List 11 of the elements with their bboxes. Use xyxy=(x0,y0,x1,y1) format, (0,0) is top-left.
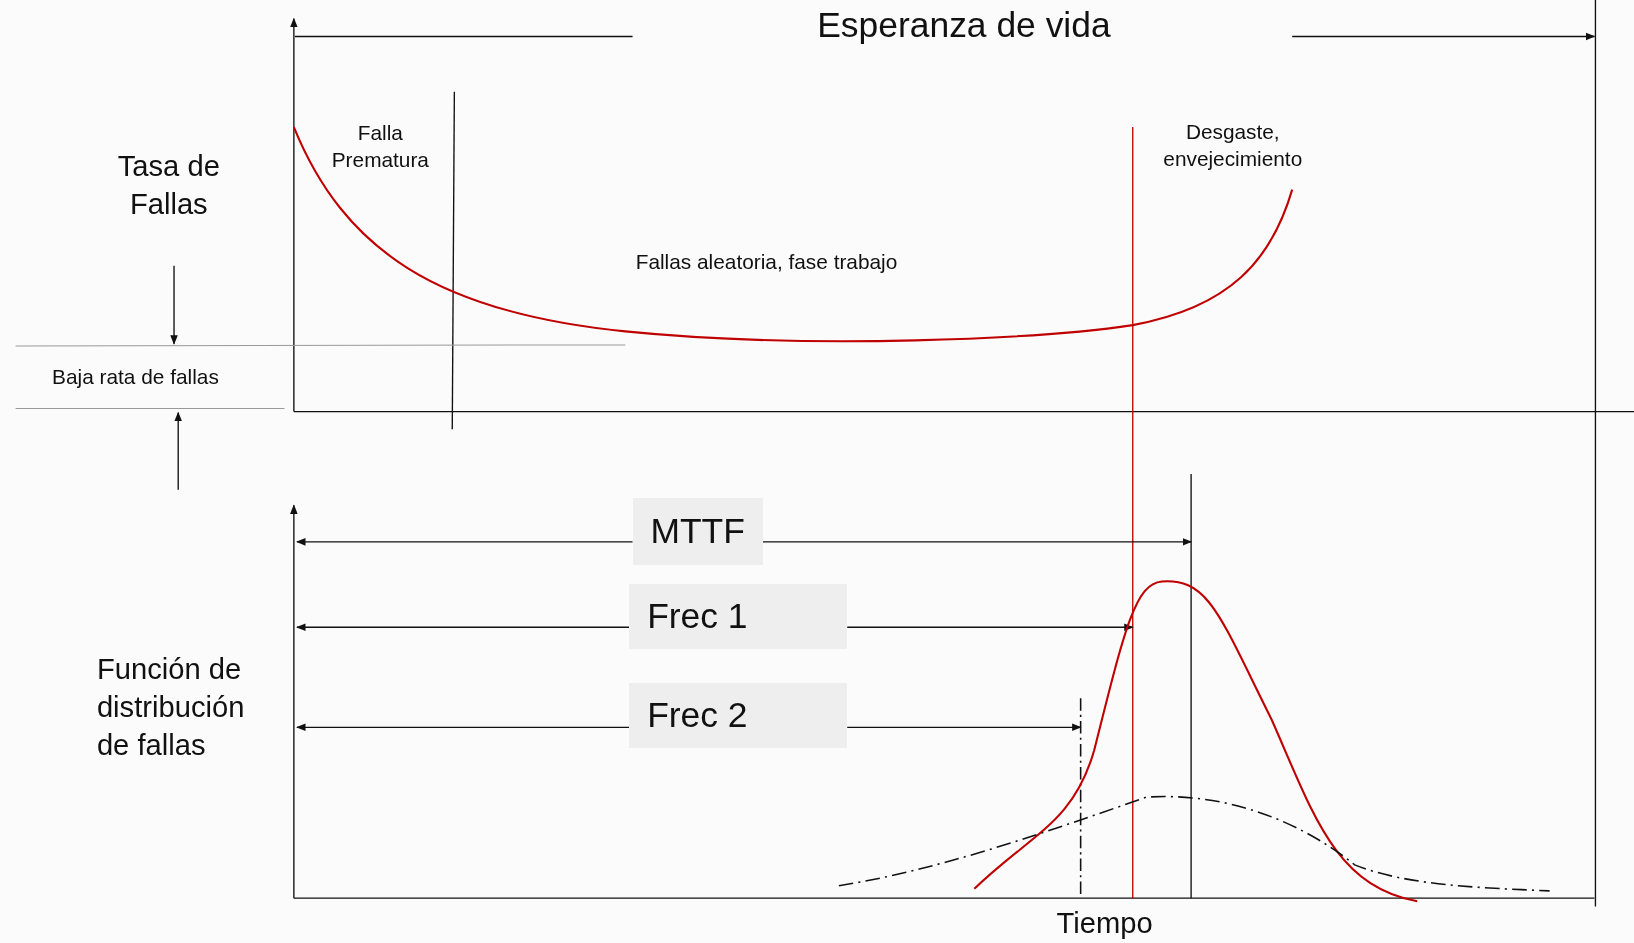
dimension-label: Frec 1 xyxy=(629,583,848,650)
axis-title: Tasa de Fallas xyxy=(116,148,221,222)
phase-label: Desgaste, envejecimiento xyxy=(1162,118,1304,172)
annotation-label: Baja rata de fallas xyxy=(52,363,220,390)
axis-title: Tiempo xyxy=(1055,905,1154,941)
dimension-label: MTTF xyxy=(632,498,763,565)
axis-title: Función de distribución de fallas xyxy=(96,652,246,764)
phase-label: Fallas aleatoria, fase trabajo xyxy=(635,249,899,275)
title-label: Esperanza de vida xyxy=(816,4,1112,48)
dimension-label: Frec 2 xyxy=(629,682,848,749)
phase-label: Falla Prematura xyxy=(330,119,430,173)
